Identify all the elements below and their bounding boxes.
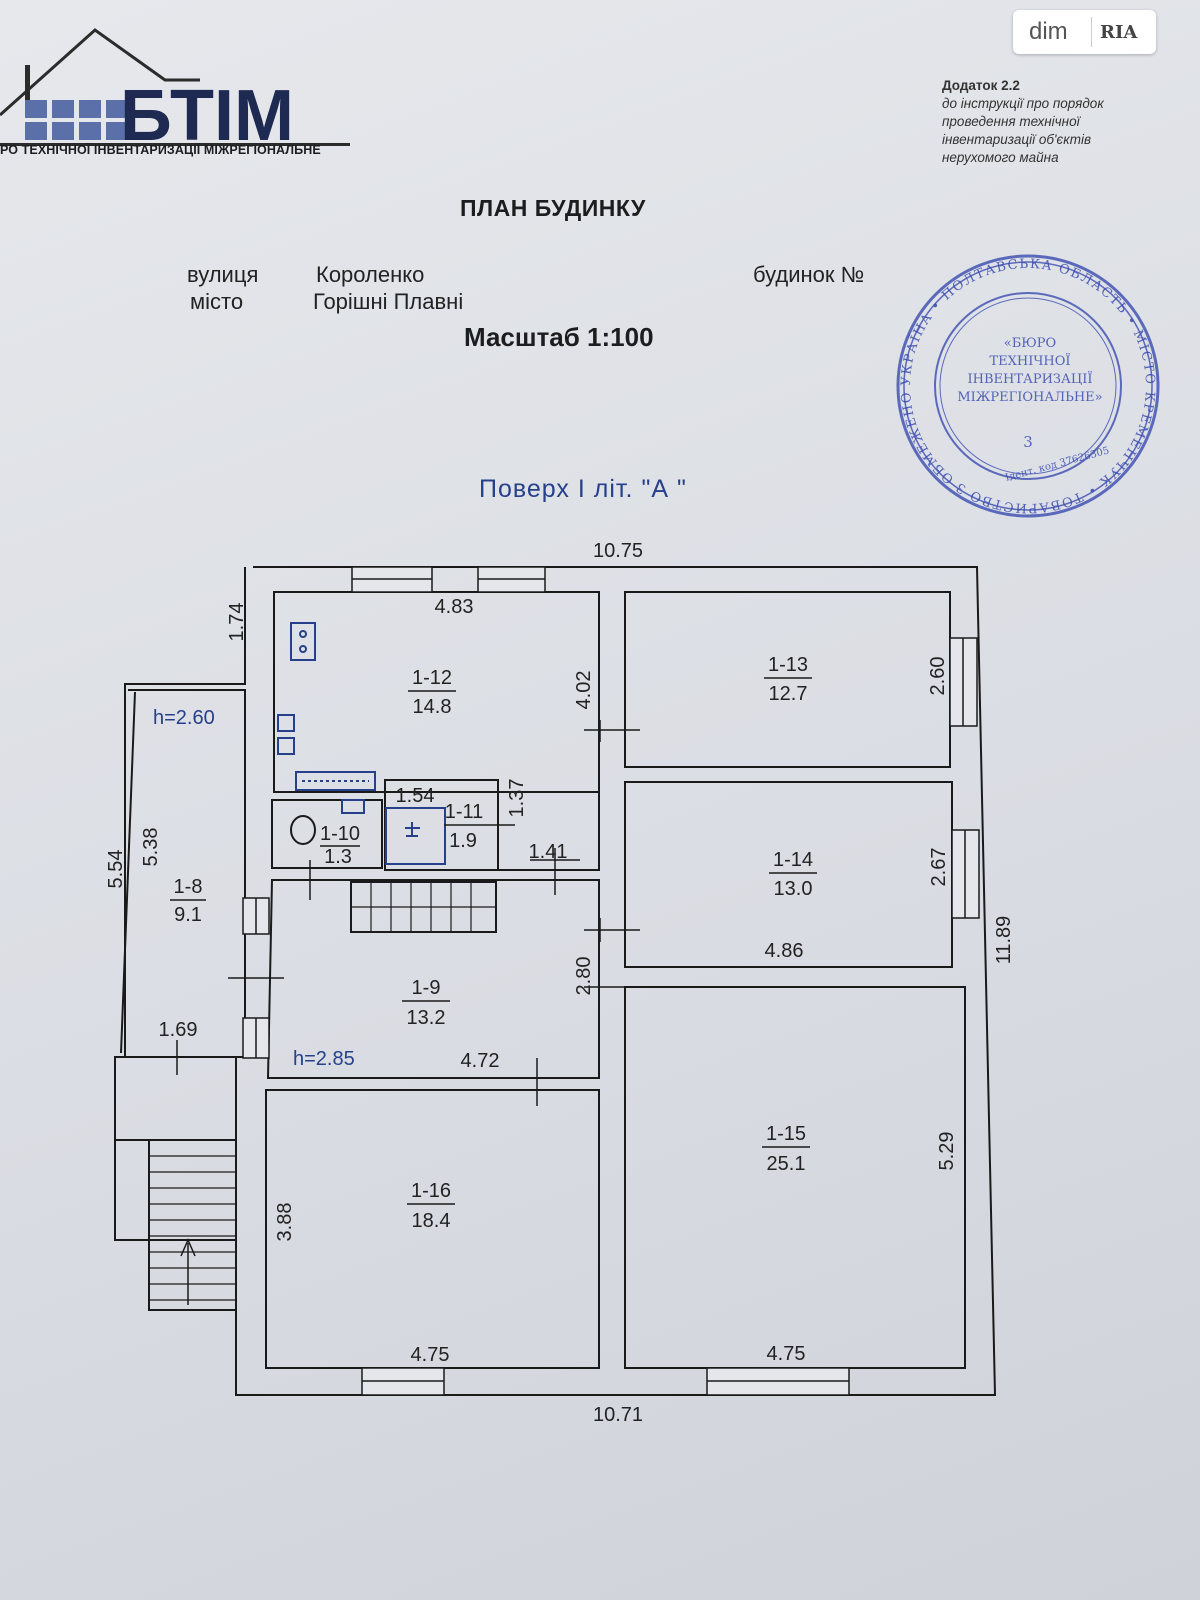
dim-door-gap: 1.41	[529, 841, 568, 863]
room-number: 1-10	[320, 823, 360, 845]
room-area: 13.0	[774, 878, 813, 900]
room-area: 9.1	[174, 904, 202, 926]
ceiling-height-main: h=2.85	[293, 1048, 355, 1070]
dim-ria-watermark: dim RIA	[1013, 10, 1156, 54]
sink-icon	[277, 714, 295, 732]
appendix-line: до інструкції про порядок	[942, 96, 1104, 111]
room-area: 13.2	[407, 1007, 446, 1029]
watermark-divider	[1091, 17, 1092, 47]
stamp-inner-line: ТЕХНІЧНОЇ	[989, 352, 1070, 369]
street-label: вулиця	[187, 262, 259, 287]
floor-title: Поверх І літ. "А "	[479, 475, 687, 503]
room-number: 1-16	[411, 1180, 451, 1202]
dim-room-12-depth: 4.02	[573, 671, 595, 710]
official-stamp: УКРАЇНА • ПОЛТАВСЬКА ОБЛАСТЬ • МІСТО КРЕ…	[893, 252, 1160, 518]
street-value: Короленко	[316, 262, 425, 287]
room-1-11	[384, 779, 499, 871]
appendix-line: проведення технічної	[942, 114, 1080, 129]
room-number: 1-9	[412, 977, 441, 999]
room-number: 1-13	[768, 654, 808, 676]
appendix-line: нерухомого майна	[942, 150, 1059, 165]
dim-bottom-width: 10.71	[593, 1404, 643, 1426]
room-area: 25.1	[767, 1153, 806, 1175]
ceiling-height-veranda: h=2.60	[153, 707, 215, 729]
room-area: 18.4	[412, 1210, 451, 1232]
logo-caption: РО ТЕХНІЧНОЇ ІНВЕНТАРИЗАЦІЇ МІЖРЕГІОНАЛЬ…	[0, 143, 321, 157]
interior-stairs	[350, 881, 497, 933]
appendix-note: Додаток 2.2 до інструкції про порядок пр…	[942, 77, 1104, 167]
logo-text: БТІМ	[120, 76, 294, 156]
room-number: 1-12	[412, 667, 452, 689]
dim-room-16-depth: 3.88	[274, 1203, 296, 1242]
stove-icon	[290, 622, 316, 661]
outer-wall	[114, 566, 997, 1396]
room-1-10	[271, 799, 383, 869]
room-area: 1.9	[449, 830, 477, 852]
toilet-icon	[290, 815, 316, 845]
dim-room-14-width: 4.86	[765, 940, 804, 962]
scale-label: Масштаб 1:100	[464, 322, 654, 352]
stamp-inner-line: МІЖРЕГІОНАЛЬНЕ»	[957, 390, 1102, 405]
room-number: 1-15	[766, 1123, 806, 1145]
dim-room-12-width: 4.83	[435, 596, 474, 618]
dim-veranda-inner: 5.38	[140, 828, 162, 867]
veranda-wall	[120, 691, 136, 1054]
dim-veranda-width: 1.69	[159, 1019, 198, 1041]
porch-stairs	[148, 1139, 237, 1311]
appendix-line: інвентаризації об'єктів	[942, 132, 1092, 147]
tank-icon	[341, 799, 365, 814]
stamp-inner-line: «БЮРО	[1004, 336, 1056, 351]
room-number: 1-11	[445, 801, 484, 823]
dim-room-11-width: 1.54	[396, 785, 435, 807]
dim-top-width: 10.75	[593, 540, 643, 562]
room-number: 1-8	[174, 876, 203, 898]
dim-veranda-outer: 5.54	[105, 850, 127, 889]
stamp-number: 3	[1023, 433, 1033, 451]
house-label: будинок №	[753, 262, 865, 287]
stamp-inner-line: ІНВЕНТАРИЗАЦІЇ	[967, 370, 1092, 387]
room-area: 12.7	[769, 683, 808, 705]
room-number: 1-14	[773, 849, 813, 871]
dim-setback: 1.74	[226, 603, 248, 642]
stamp-code: Ідент. код 37626305	[1004, 445, 1110, 483]
dim-right-length: 11.89	[993, 916, 1015, 965]
hall-wall	[498, 792, 600, 871]
btim-logo: БТІМ	[0, 28, 350, 156]
dim-room-15-width: 4.75	[767, 1343, 806, 1365]
dim-room-15-depth: 5.29	[936, 1132, 958, 1171]
veranda-wall	[115, 689, 246, 1058]
dim-room-9-width: 4.72	[461, 1050, 500, 1072]
dim-room-13-depth: 2.60	[927, 657, 949, 696]
porch	[114, 1056, 237, 1141]
city-value: Горішні Плавні	[313, 289, 464, 314]
city-label: місто	[190, 289, 244, 314]
room-1-16	[265, 1089, 600, 1369]
dim-room-9-depth: 2.80	[573, 957, 595, 996]
room-1-13	[624, 591, 951, 768]
radiator-icon	[295, 771, 376, 791]
room-area: 1.3	[324, 846, 352, 868]
room-area: 14.8	[413, 696, 452, 718]
room-1-12	[273, 591, 600, 793]
dim-logo-text: dim	[1029, 18, 1068, 45]
dim-room-11-depth: 1.37	[506, 779, 528, 818]
document-title: ПЛАН БУДИНКУ	[460, 195, 646, 221]
sink-icon	[277, 737, 295, 755]
appendix-head: Додаток 2.2	[942, 78, 1020, 93]
room-1-9	[266, 879, 600, 1079]
dim-room-14-depth: 2.67	[928, 848, 950, 887]
dim-room-16-width: 4.75	[411, 1344, 450, 1366]
room-1-15	[624, 986, 966, 1369]
shower-icon	[385, 807, 446, 865]
ria-logo-text: RIA	[1100, 21, 1138, 43]
room-1-14	[624, 781, 953, 968]
